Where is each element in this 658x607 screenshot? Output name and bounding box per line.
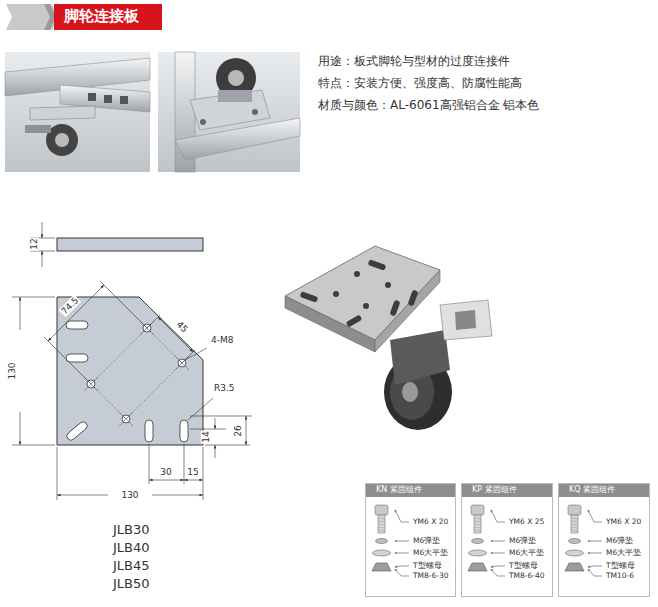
page-title: 脚轮连接板 — [64, 8, 139, 25]
kit-box: KP 紧固组件 YM6 X 25 M6弹垫 M6大平垫 T型螺母TM8-6-40 — [461, 483, 553, 597]
dimension: 130 — [7, 361, 17, 380]
part-name: M6弹垫 — [413, 537, 440, 546]
description-text: 特点：安装方便、强度高、防腐性能高 — [318, 77, 522, 91]
dimension: 130 — [120, 490, 139, 500]
part-name: T型螺母 — [606, 562, 635, 571]
dimension: 45 — [174, 319, 191, 336]
dimension: 26 — [233, 424, 243, 437]
kit-heading: KQ 紧固组件 — [569, 485, 615, 494]
part-name: M6大平垫 — [413, 549, 448, 558]
dimension: 12 — [29, 237, 39, 250]
dimension: 30 — [159, 467, 172, 477]
model-name: JLB45 — [113, 559, 150, 574]
kit-box: KN 紧固组件 YM6 X 20 M6弹垫 M6大平垫 T型螺母TM8-6-30 — [365, 483, 456, 597]
model-name: JLB30 — [113, 523, 150, 538]
dimension: 15 — [186, 467, 199, 477]
kit-heading: KP 紧固组件 — [472, 485, 517, 494]
model-name: JLB50 — [113, 577, 150, 592]
part-name: M6大平垫 — [509, 549, 544, 558]
kit-box: KQ 紧固组件 YM6 X 20 M6弹垫 M6大平垫 T型螺母TM10-6 — [558, 483, 650, 597]
part-name: YM6 X 25 — [509, 518, 544, 527]
part-name: TM8-6-40 — [509, 572, 545, 581]
dimension: 4-M8 — [211, 335, 233, 345]
part-name: M6弹垫 — [509, 537, 536, 546]
dimension: R3.5 — [214, 383, 235, 393]
part-name: TM8-6-30 — [413, 572, 449, 581]
part-name: M6弹垫 — [606, 537, 633, 546]
part-name: YM6 X 20 — [606, 518, 641, 527]
fastener-illustration — [565, 505, 602, 576]
part-name: YM6 X 20 — [413, 518, 448, 527]
description-text: 用途：板式脚轮与型材的过度连接件 — [318, 55, 510, 69]
fastener-illustration — [468, 505, 505, 576]
dimension: 74.5 — [59, 295, 82, 318]
model-name: JLB40 — [113, 541, 150, 556]
fastener-illustration — [372, 505, 409, 576]
part-name: T型螺母 — [509, 562, 538, 571]
part-name: T型螺母 — [413, 562, 442, 571]
part-name: TM10-6 — [606, 572, 634, 581]
kit-heading: KN 紧固组件 — [376, 485, 422, 494]
description-text: 材质与颜色：AL-6061高强铝合金 铝本色 — [318, 99, 539, 113]
dimension: 14 — [201, 430, 211, 443]
part-name: M6大平垫 — [606, 549, 641, 558]
